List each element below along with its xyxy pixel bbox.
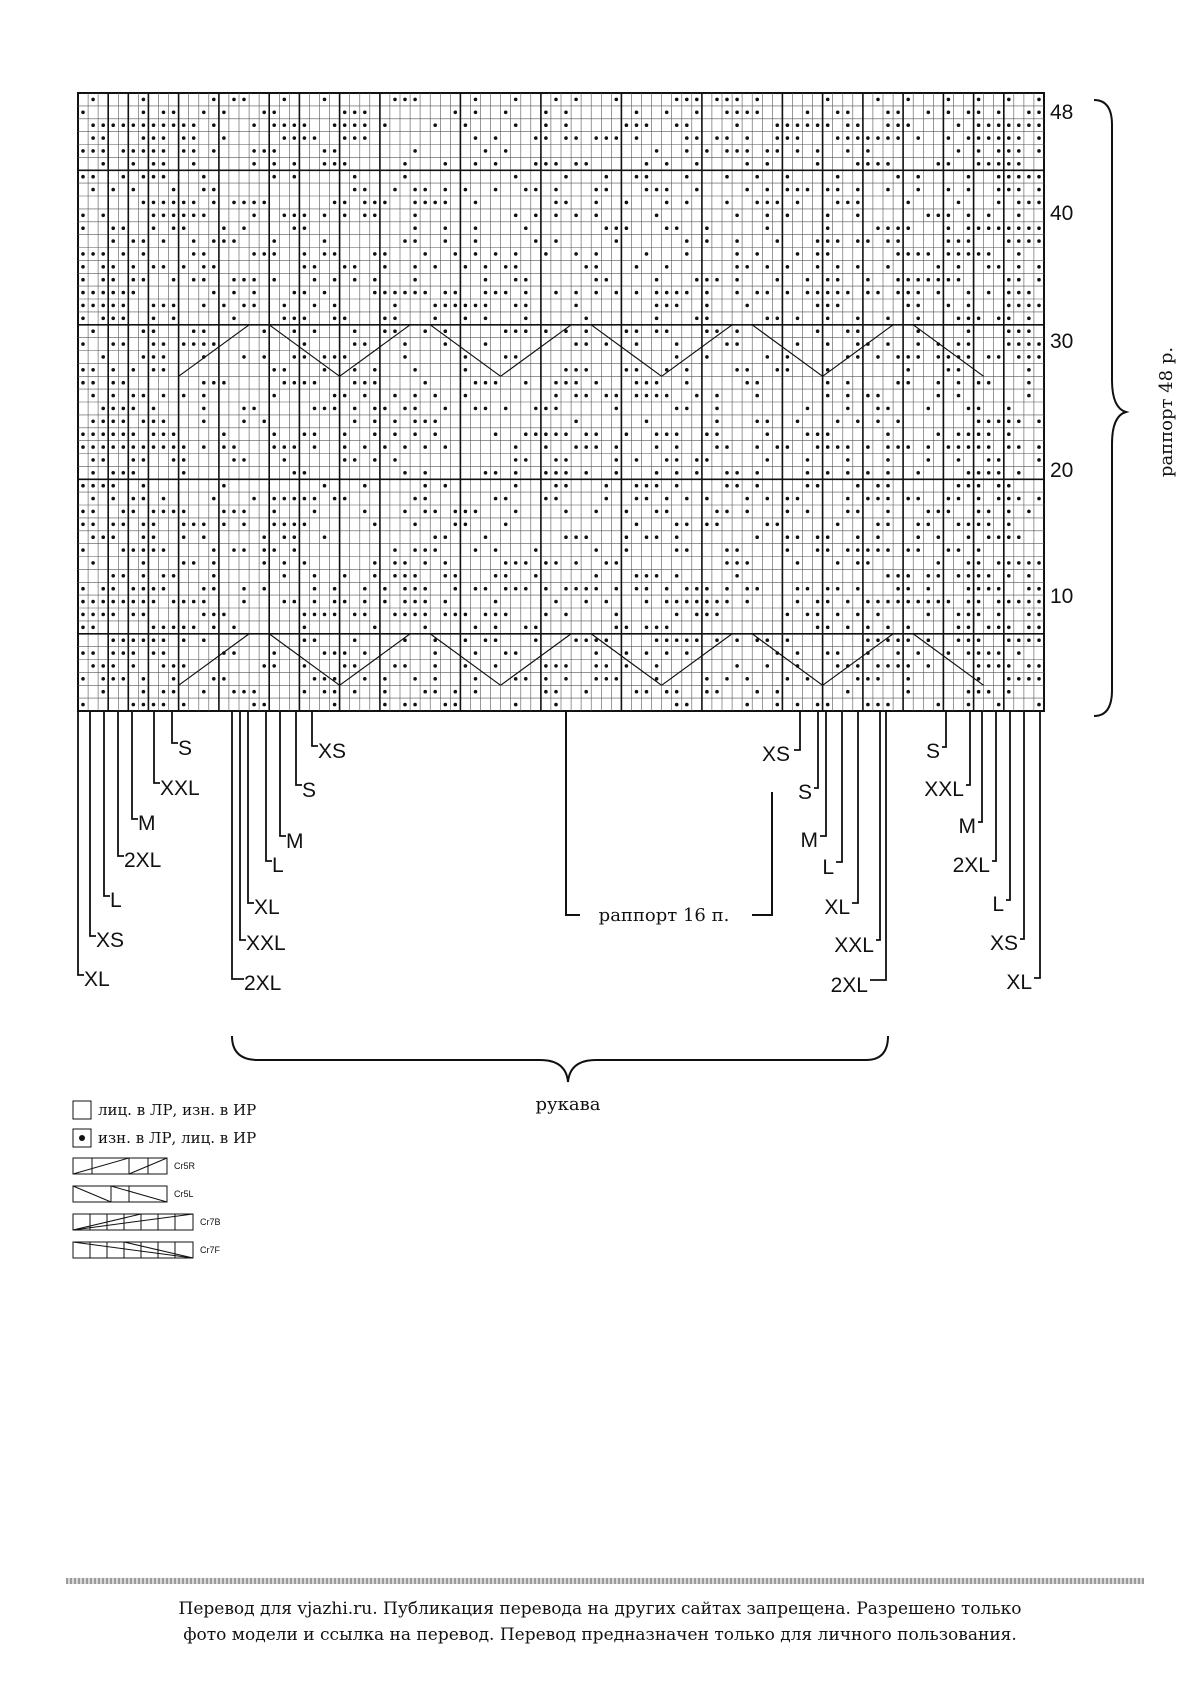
stitch-repeat-left-bracket (565, 712, 580, 916)
size-right-l: L (992, 893, 1004, 916)
size-sleeve-left-l: L (272, 854, 284, 877)
cable-crossings (178, 324, 984, 686)
cable-cr7f-icon (72, 1241, 194, 1259)
cable-cr7b-icon (72, 1213, 194, 1231)
row-label-10: 10 (1050, 585, 1073, 608)
size-left-xl: XL (84, 968, 110, 991)
legend-cr5l: Cr5L (72, 1180, 256, 1208)
size-right-xs: XS (990, 932, 1018, 955)
row-repeat-label: раппорт 48 р. (1156, 347, 1177, 477)
size-sleeve-right-m: M (801, 829, 819, 852)
size-right-m: M (959, 815, 977, 838)
stitch-repeat-label: раппорт 16 п. (599, 905, 730, 926)
size-left-l: L (110, 889, 122, 912)
size-left-m: M (138, 812, 156, 835)
size-leader-lines (77, 711, 1041, 981)
sleeves-brace (231, 1035, 889, 1083)
legend-cr7f-label: Cr7F (200, 1245, 220, 1255)
size-right-xxl: XXL (924, 778, 964, 801)
footer-line-1: Перевод для vjazhi.ru. Публикация перево… (178, 1599, 1022, 1619)
row-label-40: 40 (1050, 202, 1073, 225)
legend: лиц. в ЛР, изн. в ИР изн. в ЛР, лиц. в И… (72, 1096, 256, 1264)
footer-notice: Перевод для vjazhi.ru. Публикация перево… (60, 1596, 1140, 1648)
legend-cr5r: Cr5R (72, 1152, 256, 1180)
size-sleeve-left-xl: XL (254, 896, 280, 919)
footer-line-2: фото модели и ссылка на перевод. Перевод… (183, 1625, 1017, 1645)
row-label-48: 48 (1050, 101, 1073, 124)
size-sleeve-left-m: M (286, 830, 304, 853)
purl-dot-icon (72, 1128, 92, 1148)
grid-lines (78, 93, 1044, 711)
legend-knit: лиц. в ЛР, изн. в ИР (72, 1096, 256, 1124)
legend-knit-label: лиц. в ЛР, изн. в ИР (98, 1101, 257, 1119)
stitch-repeat-right-bracket (752, 792, 773, 916)
major-grid-lines (78, 93, 1044, 711)
size-left-xxl: XXL (160, 777, 200, 800)
row-label-20: 20 (1050, 459, 1073, 482)
cable-cr5l-icon (72, 1185, 168, 1203)
legend-cr7b-label: Cr7B (200, 1217, 221, 1227)
chart-grid (77, 92, 1045, 712)
size-left-s: S (178, 737, 192, 760)
legend-cr7b: Cr7B (72, 1208, 256, 1236)
legend-purl-label: изн. в ЛР, лиц. в ИР (98, 1129, 257, 1147)
size-sleeve-right-xs: XS (762, 743, 790, 766)
legend-cr5l-label: Cr5L (174, 1189, 194, 1199)
size-sleeve-left-xs: XS (318, 740, 346, 763)
size-sleeve-right-s: S (798, 781, 812, 804)
footer-divider (66, 1578, 1144, 1584)
size-right-s: S (926, 740, 940, 763)
cable-cr5r-icon (72, 1157, 168, 1175)
size-sleeve-right-xl: XL (824, 896, 850, 919)
legend-purl: изн. в ЛР, лиц. в ИР (72, 1124, 256, 1152)
size-left-xs: XS (96, 929, 124, 952)
size-right-2xl: 2XL (953, 854, 990, 877)
size-sleeve-left-xxl: XXL (246, 932, 286, 955)
legend-cr5r-label: Cr5R (174, 1161, 196, 1171)
sleeves-label: рукава (536, 1094, 601, 1115)
size-sleeve-right-l: L (822, 856, 834, 879)
size-sleeve-left-s: S (302, 779, 316, 802)
cable-lines (178, 324, 984, 686)
size-left-2xl: 2XL (124, 849, 161, 872)
size-sleeve-left-2xl: 2XL (244, 972, 281, 995)
row-label-30: 30 (1050, 330, 1073, 353)
knit-square-icon (72, 1100, 92, 1120)
size-right-xl: XL (1006, 971, 1032, 994)
row-repeat-brace (1093, 99, 1130, 717)
legend-cr7f: Cr7F (72, 1236, 256, 1264)
size-sleeve-right-xxl: XXL (834, 934, 874, 957)
size-sleeve-right-2xl: 2XL (831, 974, 868, 997)
size-leaders-path (77, 711, 1041, 981)
